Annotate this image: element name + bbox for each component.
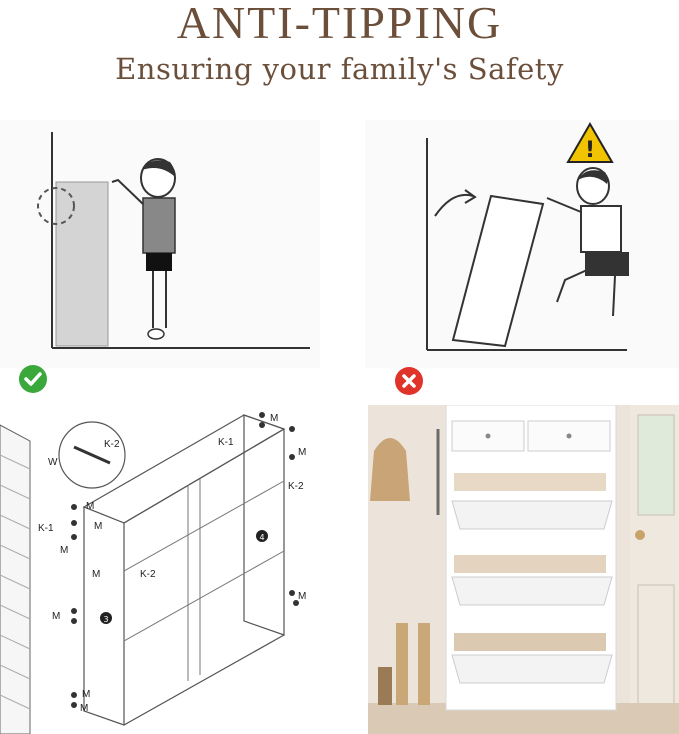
label-m-top1: M: [270, 413, 279, 424]
label-k1-top: K-1: [218, 437, 234, 448]
x-circle-icon: [395, 367, 423, 395]
correct-use-illustration: [0, 120, 320, 368]
label-w: W: [48, 457, 58, 468]
label-m-left4: M: [92, 569, 101, 580]
product-photo: [368, 405, 679, 734]
part-3-marker: 3: [103, 615, 108, 624]
label-m-bottom1: M: [82, 689, 91, 700]
shoe-cabinet-photo: [368, 405, 679, 734]
label-m-left3: M: [60, 545, 69, 556]
wrong-use-illustration: !: [365, 120, 679, 368]
label-m-left2: M: [94, 521, 103, 532]
check-circle-icon: [19, 365, 47, 393]
label-m-left5: M: [52, 611, 61, 622]
anchored-cabinet-drawing: [37, 132, 310, 349]
assembly-diagram: 3 4 W K-2 M K-1 M K-2 M K-1 M M M K-2 M …: [0, 395, 340, 734]
label-m-left1: M: [86, 501, 95, 512]
label-k2-top: K-2: [288, 481, 304, 492]
tipping-cabinet-drawing: !: [426, 122, 629, 351]
label-m-right: M: [298, 591, 307, 602]
anchor-installation-drawing: 3 4: [0, 412, 299, 734]
label-m-top2: M: [298, 447, 307, 458]
label-k1-left: K-1: [38, 523, 54, 534]
page-title: ANTI-TIPPING: [176, 0, 503, 48]
label-m-bottom2: M: [80, 703, 89, 714]
page-subtitle: Ensuring your family's Safety: [115, 52, 564, 86]
svg-text:!: !: [585, 138, 595, 163]
part-4-marker: 4: [259, 533, 264, 542]
label-k2-mid: K-2: [140, 569, 156, 580]
warning-triangle-icon: [566, 122, 614, 163]
label-k2-inset: K-2: [104, 439, 120, 450]
